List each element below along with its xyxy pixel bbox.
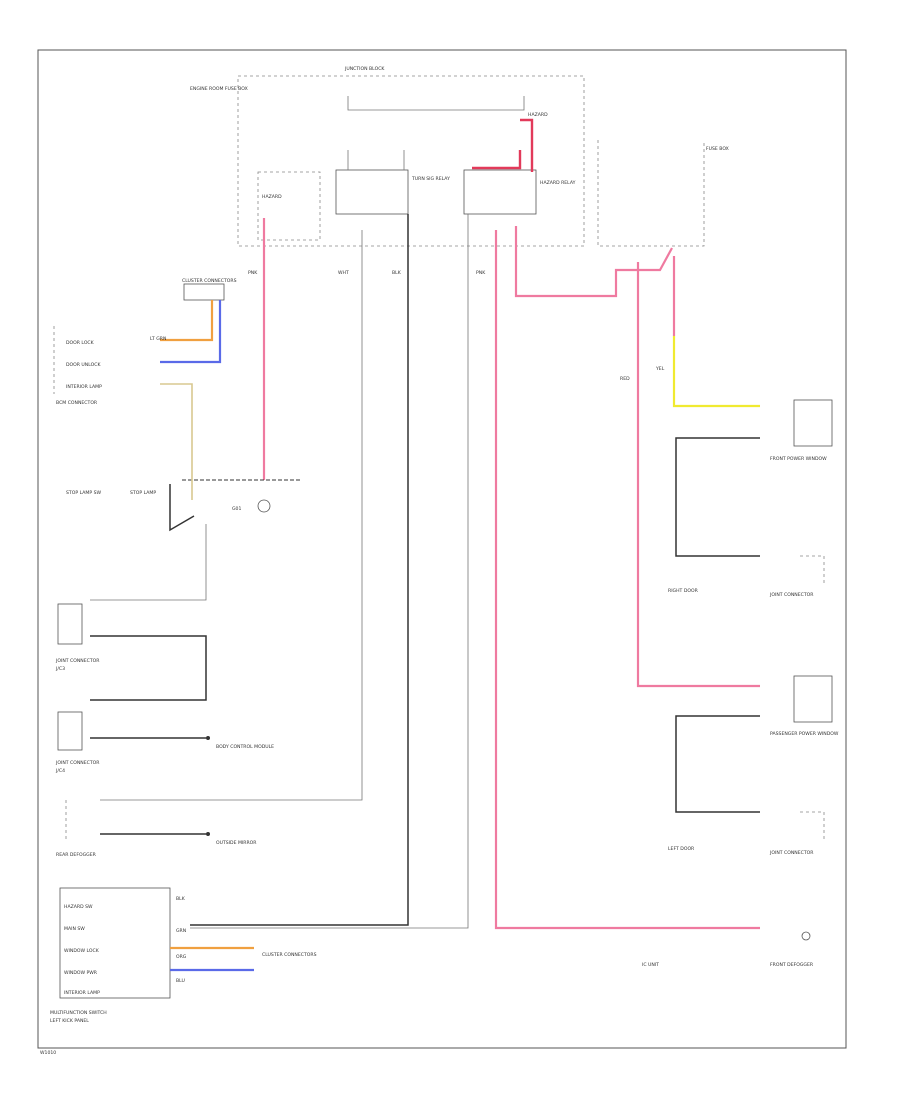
pink-wire-right: [494, 230, 760, 930]
right-dashed-1: [800, 555, 825, 586]
joint-connector-2-label: JOINT CONNECTOR: [55, 760, 100, 766]
wire-tag-yel: YEL: [655, 366, 665, 372]
wire-tag-pnk-1: PNK: [248, 270, 258, 276]
joint-connector-1-id: J/C3: [55, 666, 65, 672]
gray-wire-center: [100, 230, 363, 801]
right-door-label: RIGHT DOOR: [668, 588, 699, 594]
wire-tag-wht-1: WHT: [338, 270, 349, 276]
black-wire-stop: [90, 524, 207, 601]
red-feed-wire-2: [472, 150, 522, 170]
front-defogger-connector: [793, 399, 833, 447]
jc-loop: [90, 635, 207, 701]
joint-connector-r2-label: JOINT CONNECTOR: [769, 850, 814, 856]
stop-lamp-label: STOP LAMP: [130, 490, 156, 496]
right-dashed-2: [800, 811, 825, 840]
cluster-connector-label: CLUSTER CONNECTORS: [182, 278, 237, 284]
wire-tag-blu: BLU: [176, 978, 185, 984]
joint-connector-2: [57, 711, 83, 751]
top-bus-wire: [347, 96, 525, 111]
engine-fuse-label: ENGINE ROOM FUSE BOX: [190, 86, 248, 92]
driver-window-connector: [793, 675, 833, 723]
ground-g01-label: G01: [232, 506, 241, 512]
hazard-fuse-box: [257, 171, 321, 241]
jc-ground: [206, 736, 210, 740]
cluster-bottom-label: CLUSTER CONNECTORS: [262, 952, 317, 958]
left-door-label: LEFT DOOR: [668, 846, 695, 852]
multifunction-label: MULTIFUNCTION SWITCH: [50, 1010, 107, 1016]
joint-connector-r1-label: JOINT CONNECTOR: [769, 592, 814, 598]
orange-wire-top: [160, 300, 214, 342]
wire-tag-lg: LT GRN: [150, 336, 166, 342]
red-feed-wire: [520, 118, 534, 172]
turn-relay-label: TURN SIG RELAY: [411, 176, 450, 182]
stop-lamp-switch: [169, 484, 195, 532]
body-control-label: BODY CONTROL MODULE: [216, 744, 274, 750]
joint-connector-2-id: J/C4: [55, 768, 65, 774]
hazard-fuse-label: HAZARD: [262, 194, 282, 200]
right-fuse-label: FUSE BOX: [706, 146, 729, 152]
wire-tag-blk-2: BLK: [176, 896, 186, 902]
cluster-connector: [183, 283, 225, 301]
left-module-label: LEFT KICK PANEL: [50, 1018, 89, 1024]
multifunction-switch-box: [59, 887, 171, 999]
turn-signal-relay: [335, 169, 409, 215]
ground-symbol-right: [801, 931, 811, 941]
switch-interior-label: INTERIOR LAMP: [64, 990, 100, 996]
pink-wire-loop: [514, 226, 673, 298]
wire-tag-org: ORG: [176, 954, 187, 960]
joint-connector-1-label: JOINT CONNECTOR: [55, 658, 100, 664]
switch-window-pwr-label: WINDOW PWR: [64, 970, 98, 976]
diagram-frame: [37, 49, 847, 1049]
hazard-relay-label: HAZARD RELAY: [540, 180, 576, 186]
blue-wire-top: [160, 300, 222, 364]
bcm-door-lock-label: DOOR LOCK: [66, 340, 95, 346]
switch-window-lock-label: WINDOW LOCK: [64, 948, 100, 954]
wire-tag-pnk-2: PNK: [476, 270, 486, 276]
rear-defogger-label: REAR DEFOGGER: [56, 852, 97, 858]
hazard-relay-top-label: HAZARD: [528, 112, 548, 118]
wire-tag-grn: GRN: [176, 928, 186, 934]
bcm-door-unlock-label: DOOR UNLOCK: [66, 362, 101, 368]
outside-mirror-label: OUTSIDE MIRROR: [216, 840, 257, 846]
hazard-relay: [463, 169, 537, 215]
fuse-box-label: JUNCTION BLOCK: [344, 66, 385, 72]
front-power-window-label: FRONT POWER WINDOW: [770, 456, 827, 462]
joint-connector-1: [57, 603, 83, 645]
switch-hazard-label: HAZARD SW: [64, 904, 93, 910]
switch-main-label: MAIN SW: [64, 926, 85, 932]
bcm-connector-label: BCM CONNECTOR: [56, 400, 98, 406]
black-wire-center: [190, 214, 409, 926]
front-defogger-label: FRONT DEFOGGER: [770, 962, 814, 968]
bcm-interior-label: INTERIOR LAMP: [66, 384, 102, 390]
right-fuse-box: [597, 140, 705, 247]
right-loop-lower: [675, 715, 760, 813]
pink-wire-down: [636, 262, 760, 688]
tan-wire: [160, 383, 193, 500]
footer-code: W1010: [40, 1050, 56, 1056]
ground-symbol-left: [257, 499, 271, 513]
stop-lamp-sw-label: STOP LAMP SW: [66, 490, 101, 496]
wire-tag-blk-1: BLK: [392, 270, 402, 276]
wire-tag-red: RED: [620, 376, 630, 382]
rear-defogger-ground: [206, 832, 210, 836]
passenger-window-label: PASSENGER POWER WINDOW: [770, 731, 839, 737]
yellow-wire: [672, 336, 760, 408]
right-loop-upper: [675, 437, 760, 557]
gray-wire-right: [190, 214, 469, 929]
ic-unit-label: IC UNIT: [642, 962, 659, 968]
